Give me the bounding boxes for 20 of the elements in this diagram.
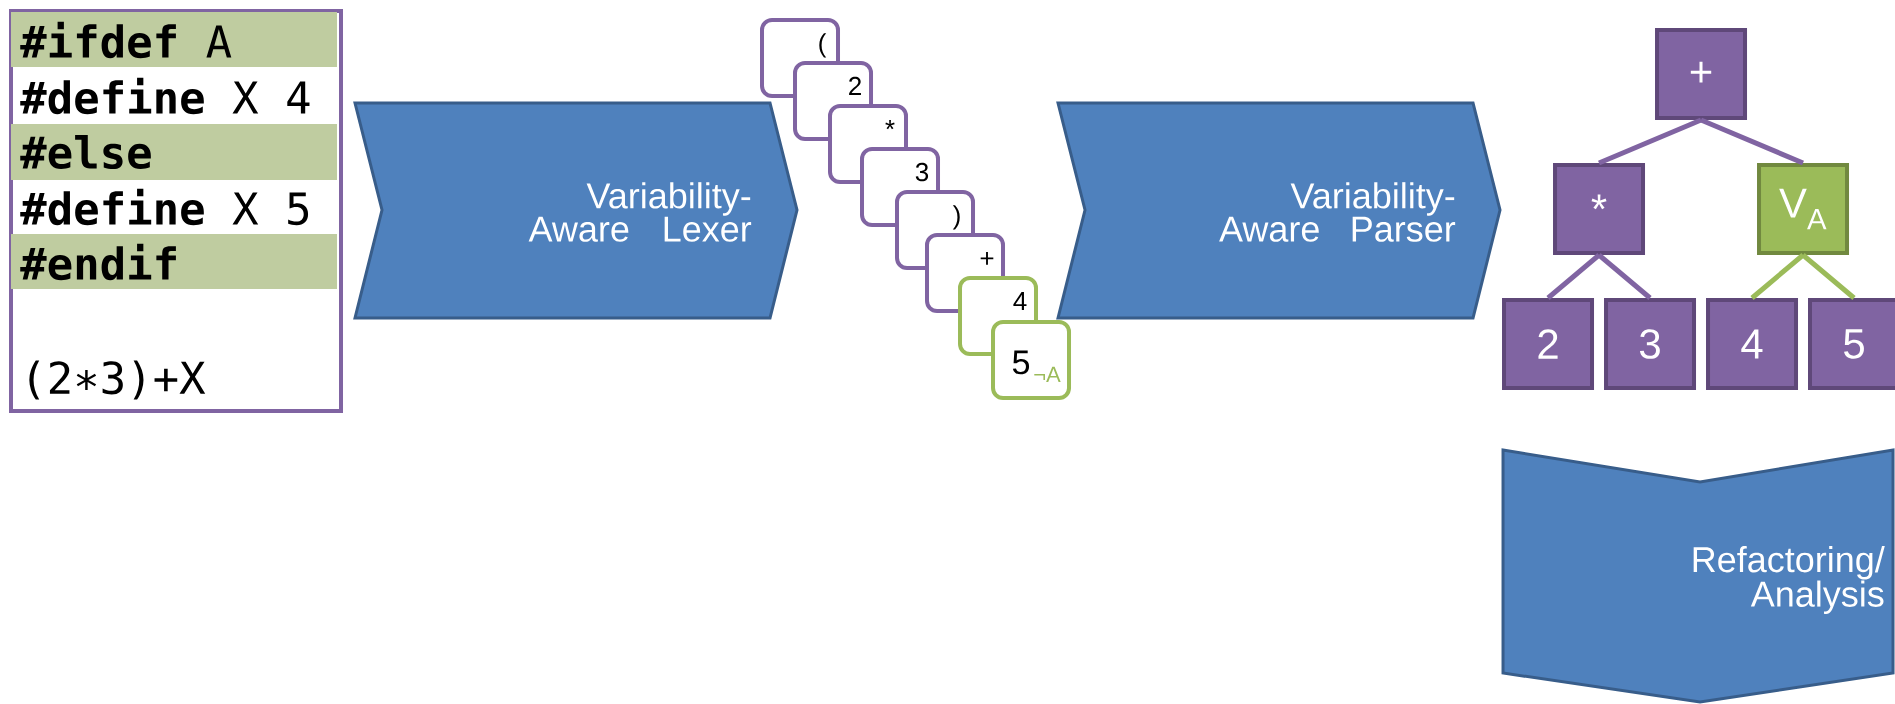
- process-chevron: Refactoring/ Analysis: [1501, 448, 1895, 704]
- process-chevron: Variability-Aware Lexer: [353, 101, 799, 320]
- tree-edge: [1700, 117, 1804, 166]
- tree-node: V$_{A}$: [1757, 163, 1850, 255]
- code-line: (2∗3)+X: [29, 360, 206, 400]
- tree-node: 4: [1706, 298, 1798, 390]
- code-box: [9, 9, 343, 413]
- tree-node: 5: [1808, 298, 1895, 390]
- process-chevron: Variability-Aware Parser: [1056, 101, 1502, 320]
- tree-node: +: [1655, 28, 1747, 120]
- tree-edge: [1546, 253, 1601, 300]
- code-line: #define X 5: [20, 188, 309, 226]
- tree-node: 3: [1604, 298, 1696, 390]
- code-line: #define X 4: [20, 77, 310, 115]
- tree-edge: [1597, 253, 1652, 300]
- tree-node: 2: [1502, 298, 1594, 390]
- tree-edge: [1750, 253, 1805, 300]
- tree-edge: [1801, 253, 1856, 300]
- tree-edge: [1598, 117, 1702, 166]
- tree-node: *: [1553, 163, 1645, 255]
